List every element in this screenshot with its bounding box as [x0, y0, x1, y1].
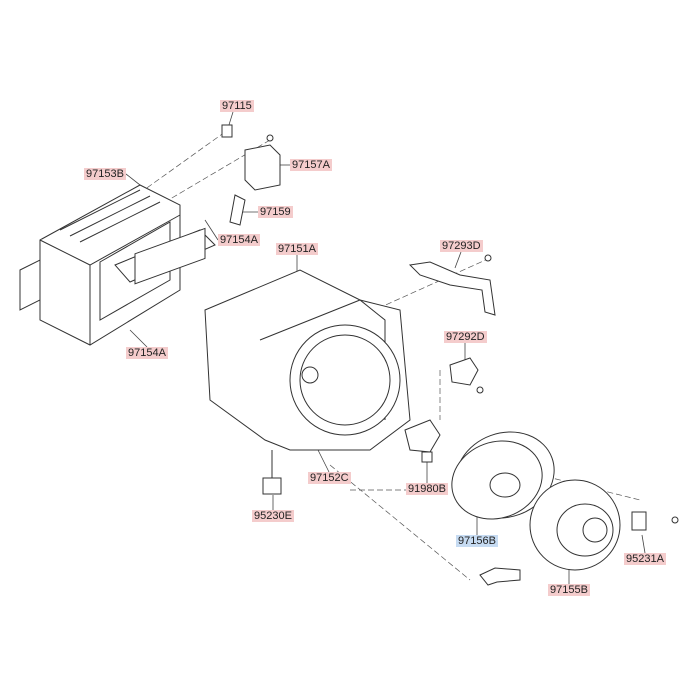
- cooling-hose: [479, 567, 521, 586]
- resistor: [404, 419, 441, 463]
- part-label-97292D[interactable]: 97292D: [444, 331, 487, 343]
- part-label-97152C[interactable]: 97152C: [308, 472, 351, 484]
- part-label-97155B[interactable]: 97155B: [548, 584, 590, 596]
- part-label-97156B-selected[interactable]: 97156B: [456, 535, 498, 547]
- part-label-95230E[interactable]: 95230E: [252, 510, 294, 522]
- small-bracket: [449, 357, 484, 394]
- part-label-91980B[interactable]: 91980B: [406, 483, 448, 495]
- part-label-97157A[interactable]: 97157A: [290, 159, 332, 171]
- blower-motor: [529, 479, 621, 571]
- motor-bracket: [408, 254, 496, 316]
- motor-connector: [631, 511, 679, 531]
- filter-element: [114, 227, 216, 285]
- connector: [262, 450, 282, 495]
- part-label-97151A[interactable]: 97151A: [276, 243, 318, 255]
- part-label-97154A-top[interactable]: 97154A: [218, 234, 260, 246]
- part-label-95231A[interactable]: 95231A: [624, 553, 666, 565]
- small-parts-top: [221, 124, 281, 226]
- part-label-97115[interactable]: 97115: [220, 100, 254, 112]
- part-label-97154A-bottom[interactable]: 97154A: [126, 347, 168, 359]
- part-label-97153B[interactable]: 97153B: [84, 168, 126, 180]
- blower-fan: [451, 431, 555, 520]
- part-label-97159[interactable]: 97159: [258, 206, 293, 218]
- part-label-97293D[interactable]: 97293D: [440, 240, 483, 252]
- evaporator-case: [19, 184, 181, 346]
- blower-case: [204, 269, 411, 451]
